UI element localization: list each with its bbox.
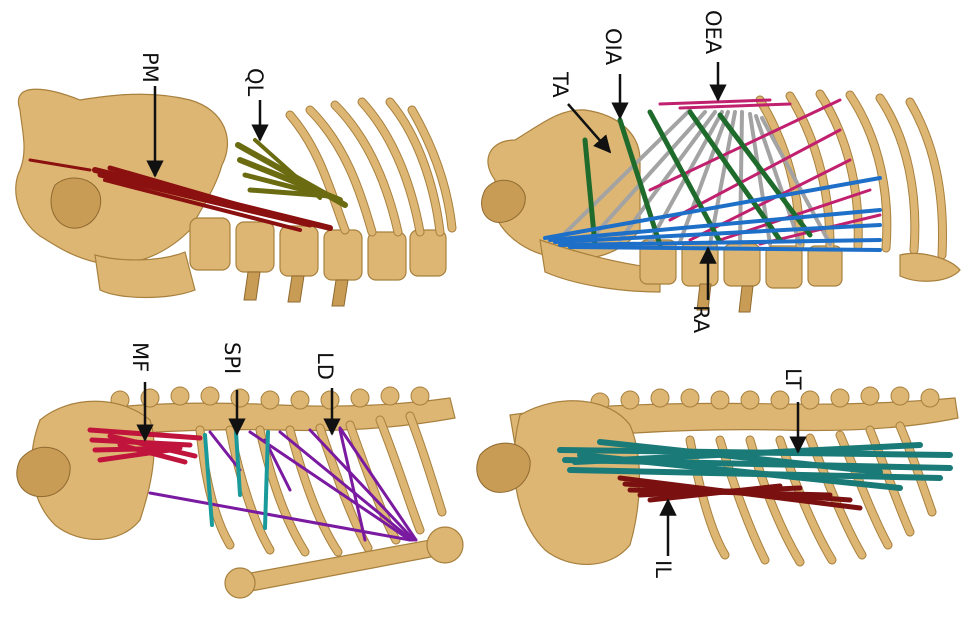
quadratus-lumborum-muscle	[238, 140, 345, 205]
panel-top-left: PM QL	[16, 52, 452, 306]
ribcage-top-left	[290, 102, 452, 232]
label-oia: OIA	[601, 28, 625, 66]
label-lt: LT	[781, 368, 805, 390]
label-ta: TA	[548, 71, 572, 98]
label-mf: MF	[128, 342, 152, 372]
skeleton-top-left	[16, 89, 452, 306]
panel-bottom-left: MF SPI LD	[17, 342, 463, 598]
panel-top-right: TA OIA OEA RA	[482, 10, 960, 334]
label-ra: RA	[689, 305, 713, 334]
label-oea: OEA	[701, 10, 725, 55]
label-ql: QL	[243, 68, 267, 97]
panel-bottom-right: LT IL	[477, 368, 958, 578]
label-pm: PM	[138, 52, 162, 83]
lumbar-vertebrae	[190, 218, 446, 306]
label-il: IL	[651, 560, 675, 578]
label-spi: SPI	[220, 342, 244, 374]
label-ld: LD	[313, 352, 337, 380]
